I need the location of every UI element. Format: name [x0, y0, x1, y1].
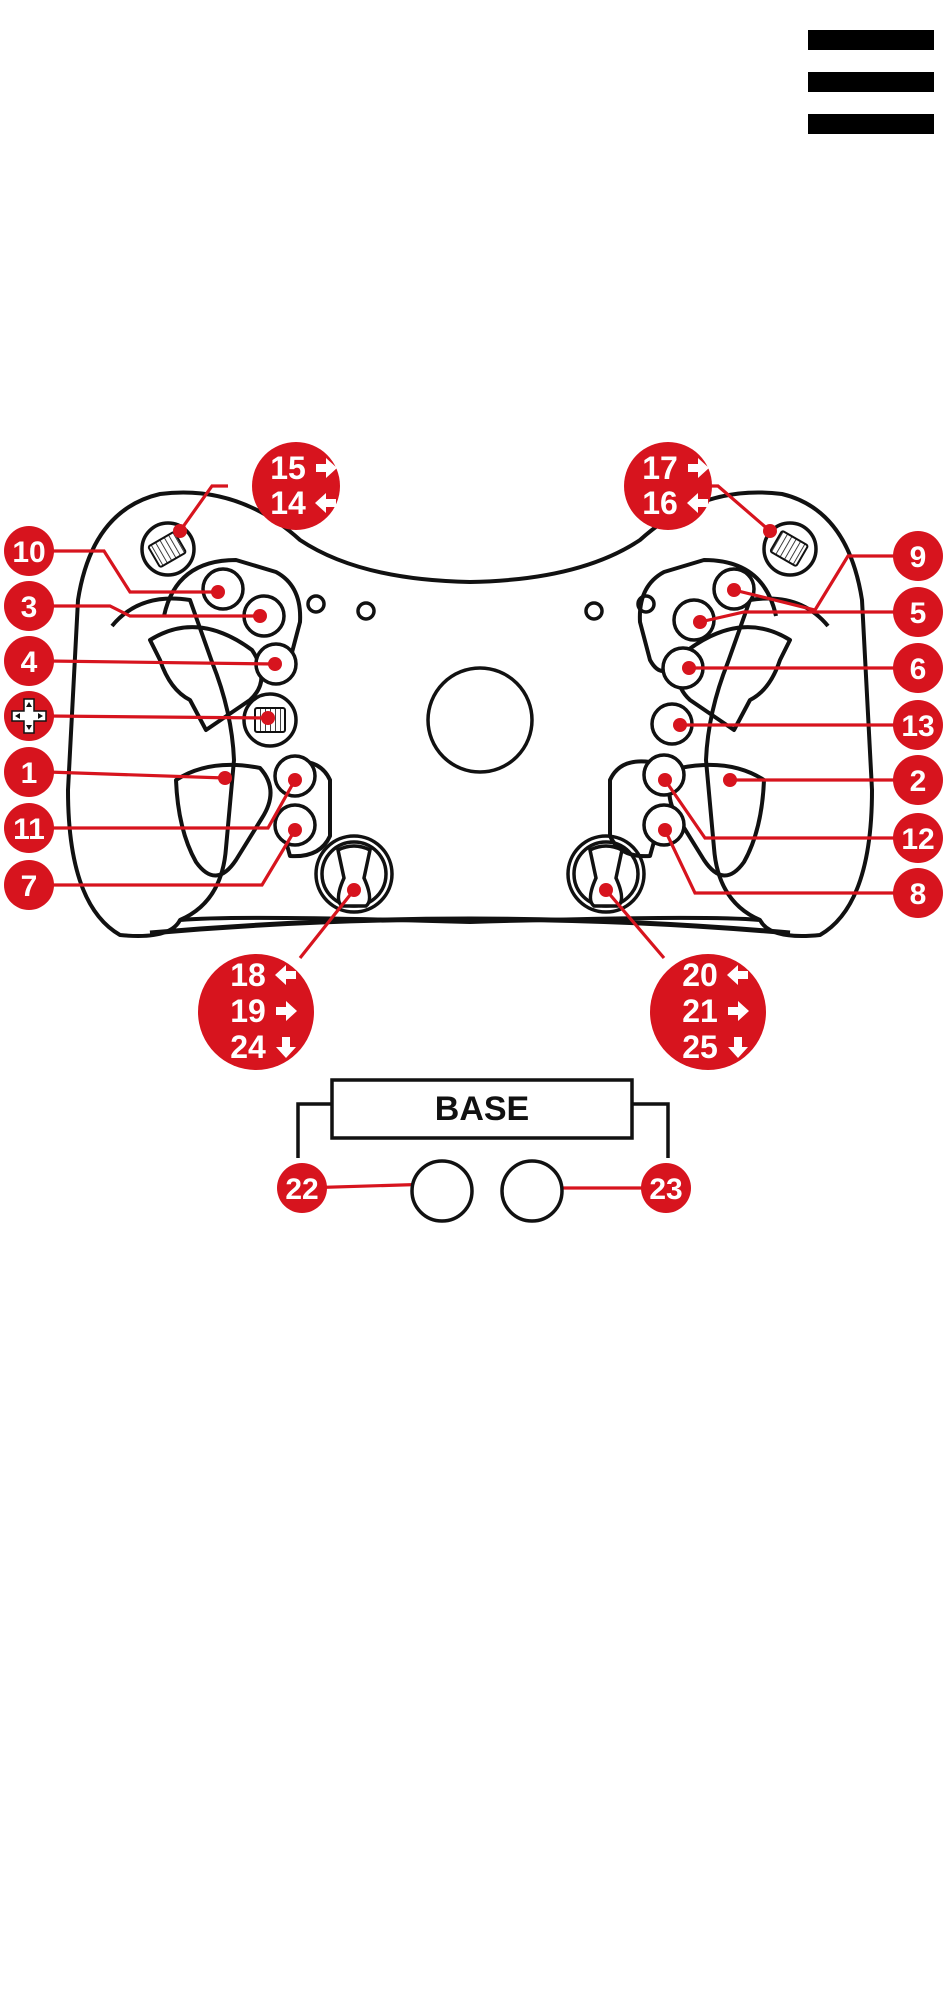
callout-8: 8 [893, 868, 943, 918]
callout-11: 11 [4, 803, 54, 853]
callout-number: 20 [682, 957, 718, 993]
svg-text:4: 4 [21, 646, 38, 679]
callout-7: 7 [4, 860, 54, 910]
base-section: BASE [298, 1080, 668, 1221]
callout-number: 18 [230, 957, 266, 993]
callout-5: 5 [893, 587, 943, 637]
callout-9: 9 [893, 531, 943, 581]
callout-1: 1 [4, 747, 54, 797]
callout-number: 24 [230, 1029, 266, 1065]
callout-number: 25 [682, 1029, 718, 1065]
center-hub [428, 668, 532, 772]
left-funky-switch[interactable] [316, 836, 392, 912]
right-funky-switch[interactable] [568, 836, 644, 912]
svg-text:12: 12 [901, 823, 934, 856]
indicator-leds [308, 596, 654, 619]
svg-text:2: 2 [910, 765, 927, 798]
svg-text:5: 5 [910, 597, 927, 630]
callout-number: 21 [682, 993, 718, 1029]
callout-2: 2 [893, 755, 943, 805]
callout-number: 19 [230, 993, 266, 1029]
svg-text:13: 13 [901, 710, 934, 743]
svg-text:1: 1 [21, 757, 38, 790]
callout-number: 14 [270, 485, 306, 521]
callout-4: 4 [4, 636, 54, 686]
base-button-22[interactable] [412, 1161, 472, 1221]
svg-text:9: 9 [910, 541, 927, 574]
callout-6: 6 [893, 643, 943, 693]
svg-text:11: 11 [13, 813, 45, 846]
svg-text:6: 6 [910, 653, 927, 686]
svg-text:8: 8 [910, 878, 927, 911]
callout-23: 23 [641, 1163, 691, 1213]
callout-number: 17 [642, 450, 678, 486]
callout-12: 12 [893, 813, 943, 863]
svg-text:3: 3 [21, 591, 38, 624]
callout-number: 16 [642, 485, 678, 521]
svg-text:23: 23 [649, 1173, 682, 1206]
svg-text:7: 7 [21, 870, 38, 903]
callout-dpad [4, 691, 54, 741]
callout-3: 3 [4, 581, 54, 631]
callout-number: 15 [270, 450, 306, 486]
callout-10: 10 [4, 526, 54, 576]
callout-13: 13 [893, 700, 943, 750]
base-button-23[interactable] [502, 1161, 562, 1221]
callout-22: 22 [277, 1163, 327, 1213]
svg-text:10: 10 [12, 536, 45, 569]
base-label: BASE [435, 1090, 529, 1128]
svg-text:22: 22 [285, 1173, 318, 1206]
